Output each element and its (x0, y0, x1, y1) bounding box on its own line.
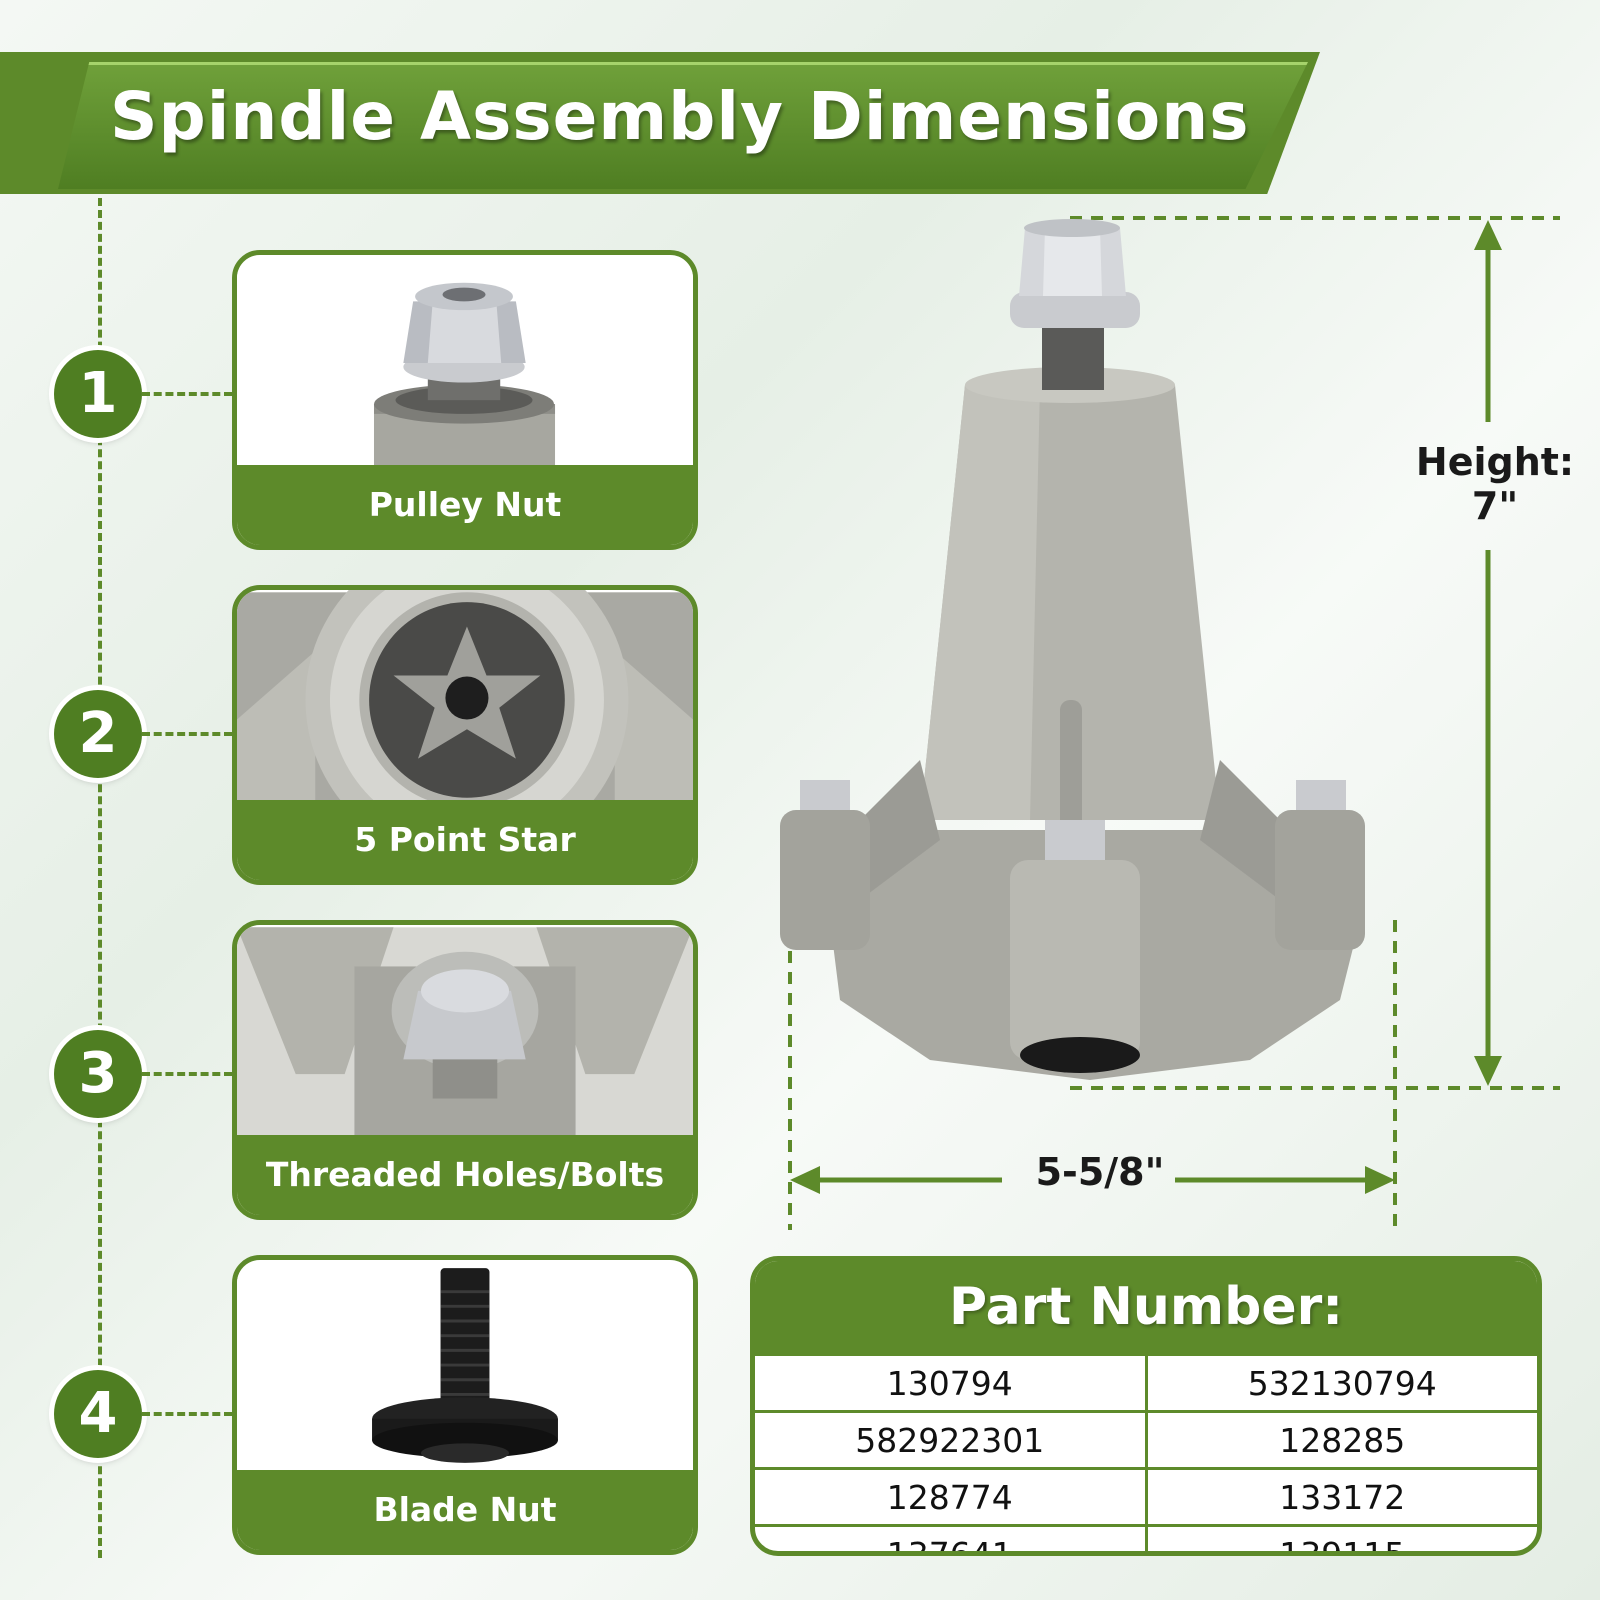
width-dimension-value: 5-5/8" (1035, 1150, 1165, 1194)
part-number-cell: 128774 (755, 1467, 1146, 1526)
feature-card-blade-nut: Blade Nut (232, 1255, 698, 1555)
feature-connector-3 (142, 1072, 232, 1076)
feature-connector-1 (142, 392, 232, 396)
feature-number-4: 4 (54, 1370, 142, 1458)
table-row: 130794 532130794 (755, 1353, 1537, 1412)
bolt-icon (237, 927, 693, 1138)
height-label-text: Height: (1415, 440, 1575, 484)
feature-label-five-point-star: 5 Point Star (237, 800, 693, 880)
part-number-cell: 128285 (1144, 1410, 1537, 1469)
table-row: 128774 133172 (755, 1467, 1537, 1526)
feature-connector-2 (142, 732, 232, 736)
feature-label-pulley-nut: Pulley Nut (237, 465, 693, 545)
part-number-cell: 139115 (1144, 1524, 1537, 1551)
spindle-assembly-illustration (780, 216, 1560, 1230)
feature-connector-4 (142, 1412, 232, 1416)
feature-card-pulley-nut: Pulley Nut (232, 250, 698, 550)
star-icon (237, 590, 693, 805)
connector-line (98, 198, 102, 1558)
spindle-body (780, 219, 1365, 1080)
feature-number-2: 2 (54, 690, 142, 778)
pulley-nut-icon (237, 257, 693, 468)
part-number-heading: Part Number: (755, 1261, 1537, 1353)
feature-card-five-point-star: 5 Point Star (232, 585, 698, 885)
part-number-cell: 137641 (755, 1524, 1146, 1551)
part-number-cell: 130794 (755, 1353, 1146, 1412)
feature-label-threaded-bolts: Threaded Holes/Bolts (237, 1135, 693, 1215)
feature-label-blade-nut: Blade Nut (237, 1470, 693, 1550)
height-value: 7" (1471, 484, 1519, 528)
title-banner (58, 62, 1308, 189)
part-number-cell: 582922301 (755, 1410, 1146, 1469)
part-number-cell: 532130794 (1144, 1353, 1537, 1412)
feature-number-3: 3 (54, 1030, 142, 1118)
part-number-cell: 133172 (1144, 1467, 1537, 1526)
part-number-panel: Part Number: 130794 532130794 582922301 … (750, 1256, 1542, 1556)
table-row: 137641 139115 (755, 1524, 1537, 1551)
blade-nut-icon (237, 1262, 693, 1473)
page-title: Spindle Assembly Dimensions (110, 78, 1250, 155)
height-dimension-label: Height: 7" (1400, 440, 1590, 528)
part-number-table: 130794 532130794 582922301 128285 128774… (755, 1353, 1537, 1551)
feature-card-threaded-bolts: Threaded Holes/Bolts (232, 920, 698, 1220)
table-row: 582922301 128285 (755, 1410, 1537, 1469)
feature-number-1: 1 (54, 350, 142, 438)
